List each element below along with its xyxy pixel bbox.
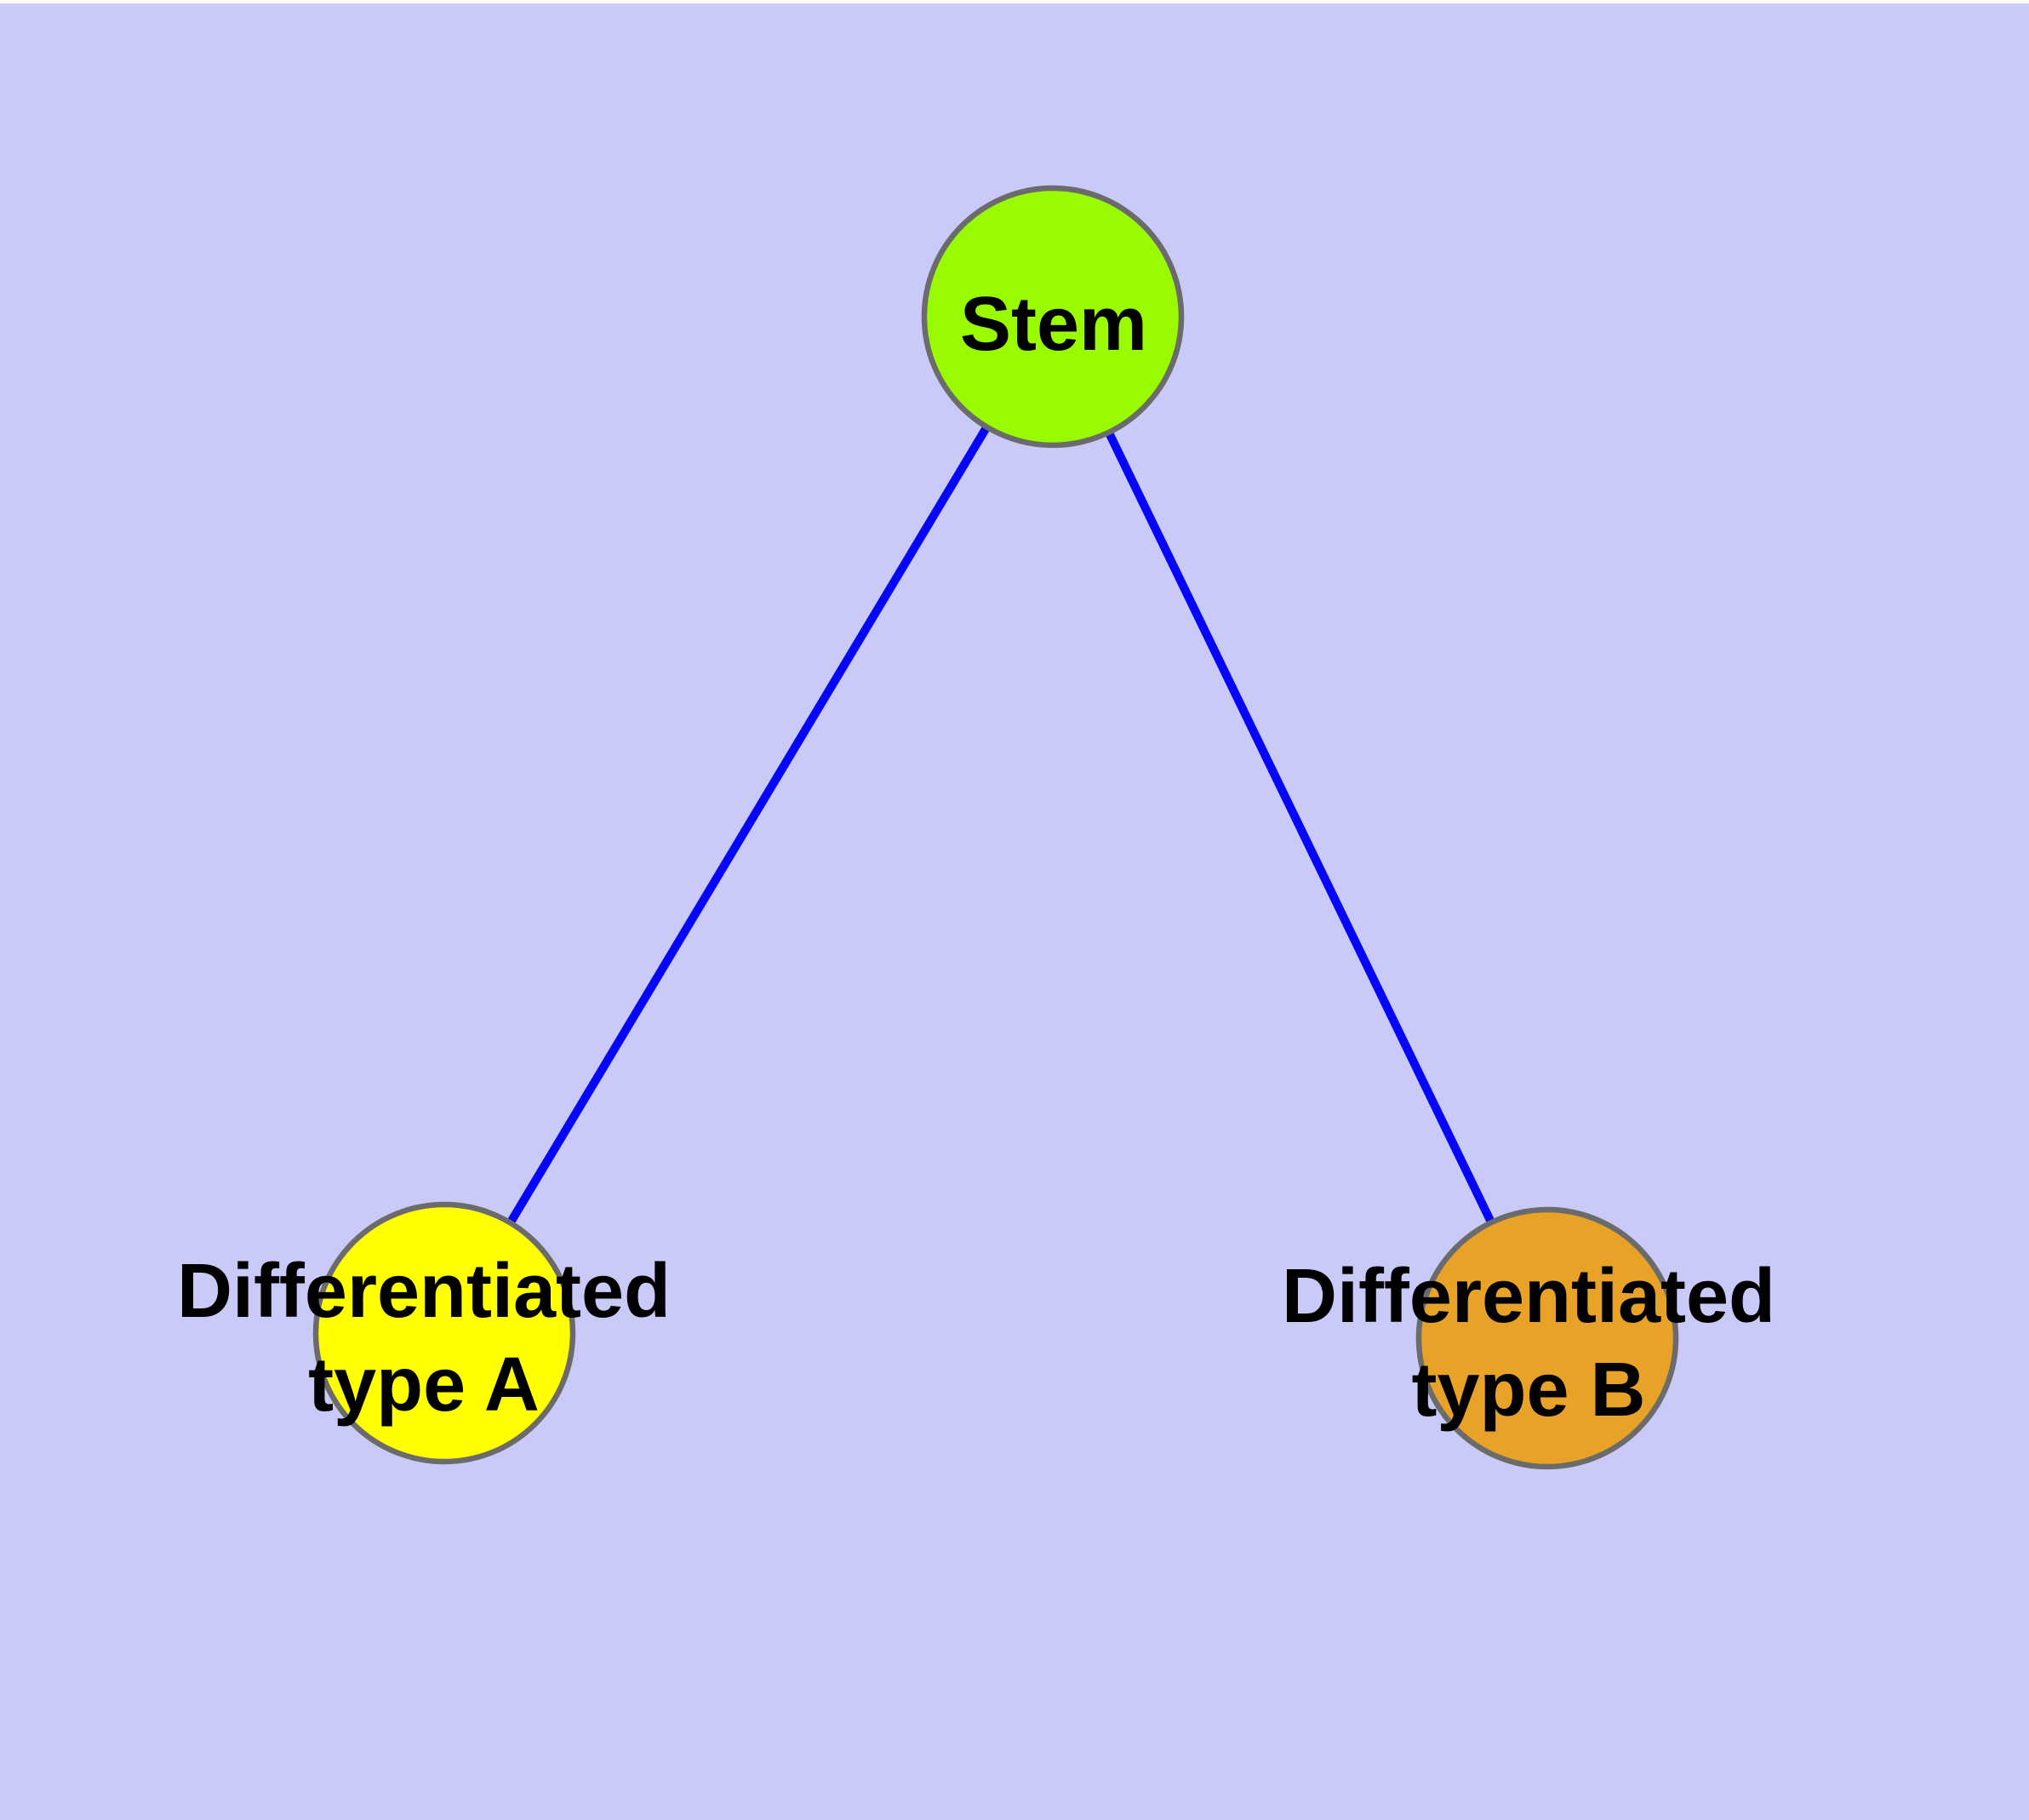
top-margin-strip [0,0,2029,3]
node-stem-label: Stem [960,282,1147,367]
edge-stem-diff-type-b [1049,314,1552,1341]
edge-stem-diff-type-a [440,314,1057,1336]
node-diff-type-b-circle [1415,1206,1679,1470]
edges-layer [440,314,1552,1341]
nodes-layer [312,185,1679,1470]
node-diff-type-a-circle [312,1201,576,1465]
node-stem-circle [921,185,1185,449]
